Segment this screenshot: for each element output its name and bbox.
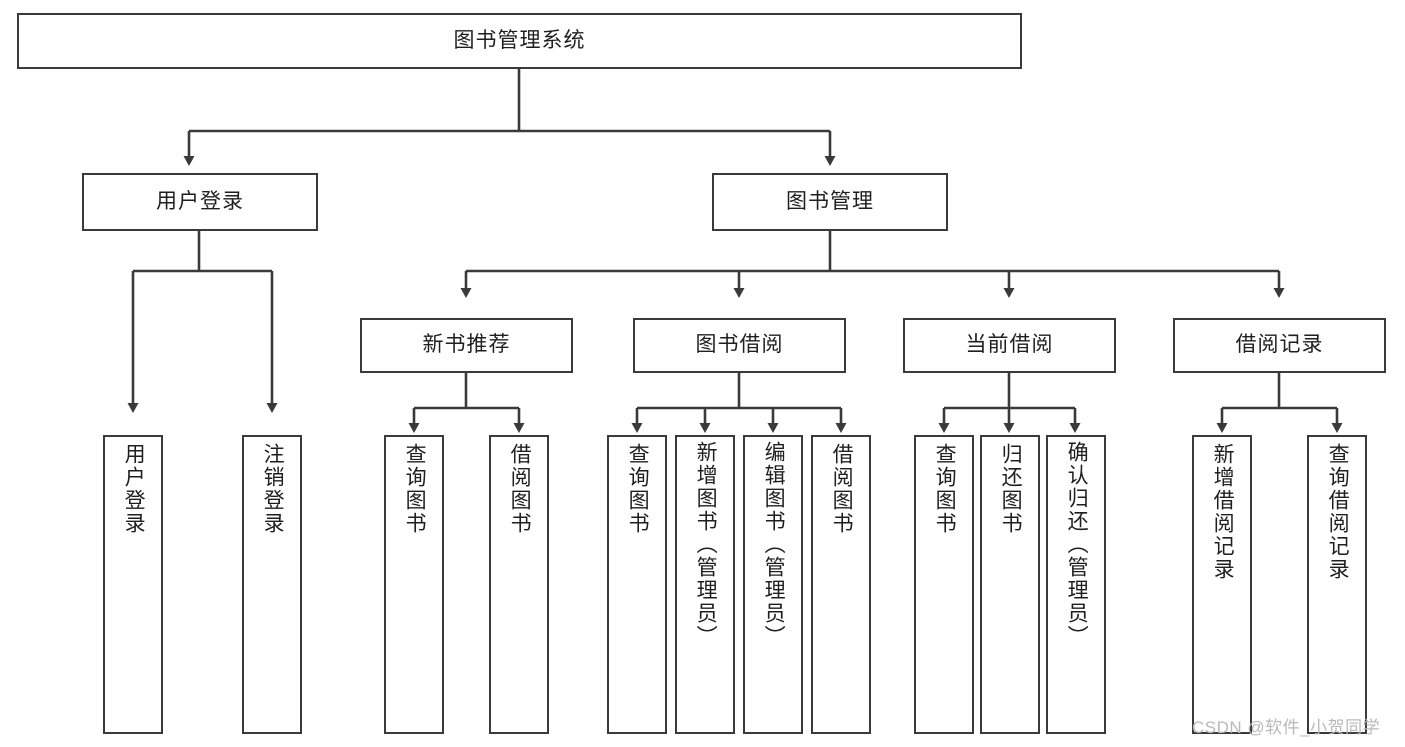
leaf-book-borrow-borrow-book[interactable]: 借阅图书	[811, 435, 871, 734]
leaf-borrow-record-add-record[interactable]: 新增借阅记录	[1192, 435, 1252, 734]
leaf-new-book-query-book[interactable]: 查询图书	[384, 435, 444, 734]
leaf-user-login-logout[interactable]: 注销登录	[242, 435, 302, 734]
leaf-user-login-signin[interactable]: 用户登录	[103, 435, 163, 734]
leaf-book-borrow-query-book[interactable]: 查询图书	[607, 435, 667, 734]
node-book-borrowing[interactable]: 图书借阅	[633, 318, 846, 373]
node-root-book-management-system[interactable]: 图书管理系统	[17, 13, 1022, 69]
leaf-current-borrow-confirm-return-admin[interactable]: 确认归还（管理员）	[1046, 435, 1106, 734]
leaf-new-book-borrow-book[interactable]: 借阅图书	[489, 435, 549, 734]
leaf-book-borrow-edit-book-admin[interactable]: 编辑图书（管理员）	[743, 435, 803, 734]
leaf-borrow-record-query-record[interactable]: 查询借阅记录	[1307, 435, 1367, 734]
leaf-current-borrow-query-book[interactable]: 查询图书	[914, 435, 974, 734]
node-borrow-record[interactable]: 借阅记录	[1173, 318, 1386, 373]
leaf-book-borrow-add-book-admin[interactable]: 新增图书（管理员）	[675, 435, 735, 734]
node-user-login[interactable]: 用户登录	[82, 173, 318, 231]
node-book-management[interactable]: 图书管理	[712, 173, 948, 231]
node-new-book-recommendation[interactable]: 新书推荐	[360, 318, 573, 373]
watermark-csdn: CSDN @软件_小贺同学	[1192, 718, 1381, 737]
leaf-current-borrow-return-book[interactable]: 归还图书	[980, 435, 1040, 734]
node-current-borrowing[interactable]: 当前借阅	[903, 318, 1116, 373]
